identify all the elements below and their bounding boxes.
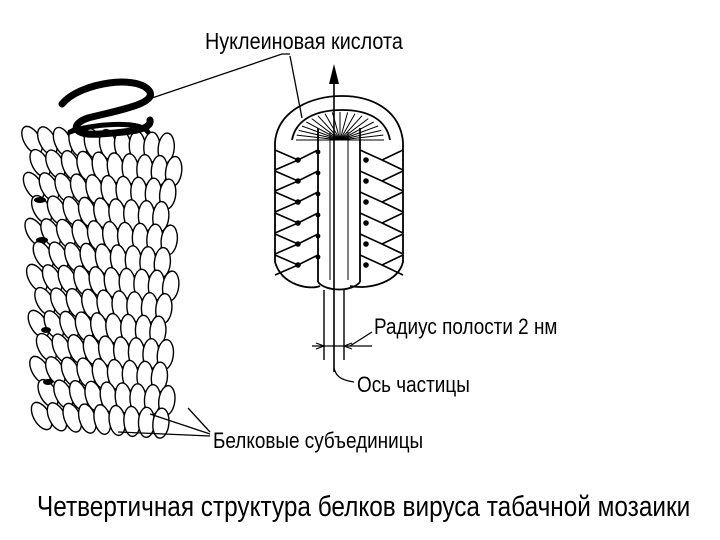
subunits-leader-2 bbox=[149, 413, 211, 435]
subunits-leader-1 bbox=[187, 407, 211, 433]
cylinder-top-inner bbox=[291, 109, 391, 141]
zigzag-right bbox=[359, 170, 404, 192]
rna-dot bbox=[315, 254, 321, 260]
zigzag-right bbox=[359, 191, 404, 213]
rna-dot bbox=[295, 199, 301, 205]
top-radial-line bbox=[298, 129, 341, 141]
rna-dot bbox=[295, 262, 301, 268]
nucleic-acid-leader-rod bbox=[151, 53, 290, 99]
rna-dot bbox=[363, 157, 369, 163]
cylinder-top-cap bbox=[274, 95, 404, 143]
rna-dot bbox=[315, 191, 321, 197]
dimension-arrow-left bbox=[315, 342, 326, 350]
axis-label-leader bbox=[333, 367, 355, 383]
leader-lines bbox=[117, 53, 373, 437]
axis-arrowhead bbox=[329, 64, 339, 84]
nucleic-acid-leader-cylinder bbox=[289, 55, 303, 119]
rna-dot bbox=[315, 233, 321, 239]
rna-dot bbox=[363, 199, 369, 205]
cylinder-outer-wall bbox=[274, 142, 404, 289]
dimension-arrow-right bbox=[342, 342, 353, 350]
top-radial-line bbox=[339, 134, 384, 141]
radius-label-leader bbox=[349, 331, 373, 347]
zigzag-right bbox=[359, 149, 404, 171]
zigzag-right bbox=[359, 212, 404, 234]
top-radial-line bbox=[324, 113, 341, 141]
rna-helix-strand bbox=[58, 78, 154, 138]
cutaway-cylinder-diagram bbox=[274, 64, 404, 372]
top-radial-line bbox=[317, 115, 341, 141]
top-radial-line bbox=[339, 125, 379, 141]
particle-axis-label: Ось частицы bbox=[357, 372, 470, 397]
rna-dot bbox=[363, 262, 369, 268]
protein-subunits-label: Белковые субъединицы bbox=[213, 428, 424, 453]
top-radial-line bbox=[339, 118, 369, 141]
top-radial-line bbox=[339, 112, 349, 141]
top-radial-line bbox=[339, 121, 374, 141]
subunits-leader-3 bbox=[117, 431, 211, 437]
rna-dot bbox=[295, 241, 301, 247]
cavity-inner-line bbox=[329, 132, 349, 280]
central-cavity bbox=[317, 128, 361, 291]
rna-dots bbox=[295, 149, 369, 268]
zigzag-right bbox=[359, 233, 404, 255]
zigzag-right bbox=[359, 254, 404, 276]
protein-subunit-scales bbox=[21, 125, 183, 439]
rna-dot bbox=[315, 149, 321, 155]
rna-dot bbox=[315, 170, 321, 176]
rna-dot bbox=[363, 178, 369, 184]
rna-dot bbox=[295, 178, 301, 184]
helix-groove-marks bbox=[34, 197, 53, 385]
rna-dot bbox=[295, 157, 301, 163]
figure-caption: Четвертичная структура белков вируса таб… bbox=[37, 491, 691, 523]
rna-helix-strand-lower bbox=[67, 122, 151, 135]
top-radial-line bbox=[311, 118, 341, 141]
top-radial-line bbox=[339, 113, 356, 141]
virus-rod-illustration bbox=[21, 78, 183, 439]
rna-dot bbox=[295, 220, 301, 226]
top-radial-line bbox=[339, 115, 363, 141]
cavity-radius-label: Радиус полости 2 нм bbox=[374, 314, 558, 339]
rna-dot bbox=[363, 241, 369, 247]
rna-dot bbox=[315, 212, 321, 218]
nucleic-acid-label: Нуклеиновая кислота bbox=[205, 28, 403, 54]
rna-dot bbox=[363, 220, 369, 226]
subunit-zigzag bbox=[274, 149, 404, 276]
